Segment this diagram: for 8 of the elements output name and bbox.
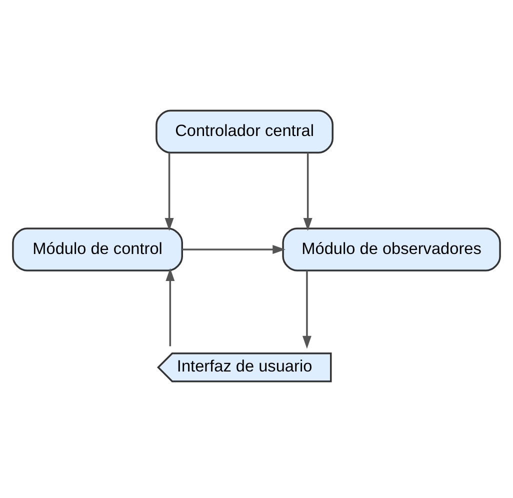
arrow — [182, 244, 286, 254]
arrow — [302, 270, 312, 348]
arrow — [166, 268, 175, 346]
arrow — [303, 152, 312, 230]
node-box: Módulo de control — [12, 227, 183, 271]
node-box: Módulo de observadores — [282, 227, 501, 271]
node-box: Controlador central — [156, 109, 334, 154]
arrow — [164, 152, 174, 230]
